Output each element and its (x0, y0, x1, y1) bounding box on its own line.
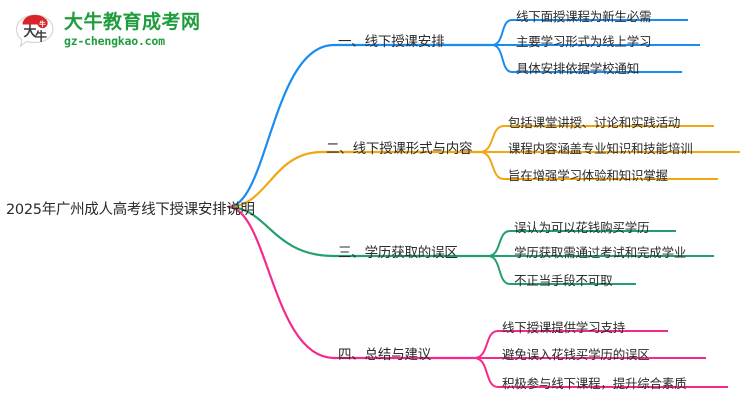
bull-speech-bubble-icon: 牛 大 牛 (15, 14, 54, 48)
mindmap-leaf-3-2[interactable]: 学历获取需通过考试和完成学业 (514, 245, 687, 260)
branch-3-connectors (227, 205, 714, 285)
svg-text:牛: 牛 (35, 29, 47, 44)
svg-text:大: 大 (23, 24, 36, 40)
branch-2-connectors (227, 125, 740, 209)
svg-text:牛: 牛 (39, 19, 46, 28)
mindmap-branch-2-node[interactable]: 二、线下授课形式与内容 (326, 141, 473, 157)
mindmap-branch-4-node[interactable]: 四、总结与建议 (338, 347, 432, 363)
logo-url: gz-chengkao.com (64, 34, 165, 48)
branch-4-connectors (227, 205, 728, 388)
mindmap-branch-1-node[interactable]: 一、线下授课安排 (338, 34, 445, 50)
mindmap-leaf-1-2[interactable]: 主要学习形式为线上学习 (516, 34, 652, 49)
mindmap-leaf-1-3[interactable]: 具体安排依据学校通知 (516, 61, 640, 76)
mindmap-leaf-3-3[interactable]: 不正当手段不可取 (514, 273, 613, 288)
site-logo: 牛 大 牛 大牛教育成考网 gz-chengkao.com (12, 8, 202, 60)
mindmap-leaf-1-1[interactable]: 线下面授课程为新生必需 (516, 9, 652, 24)
mindmap-root-node[interactable]: 2025年广州成人高考线下授课安排说明 (6, 202, 255, 218)
mindmap-leaf-2-3[interactable]: 旨在增强学习体验和知识掌握 (508, 168, 668, 183)
mindmap-leaf-4-3[interactable]: 积极参与线下课程，提升综合素质 (502, 376, 687, 391)
mindmap-leaf-3-1[interactable]: 误认为可以花钱购买学历 (514, 220, 650, 235)
mindmap-leaf-2-1[interactable]: 包括课堂讲授、讨论和实践活动 (508, 115, 681, 130)
mindmap-branch-3-node[interactable]: 三、学历获取的误区 (338, 245, 458, 261)
mindmap-leaf-4-2[interactable]: 避免误入花钱买学历的误区 (502, 347, 650, 362)
mindmap-leaf-4-1[interactable]: 线下授课提供学习支持 (502, 320, 626, 335)
mindmap-leaf-2-2[interactable]: 课程内容涵盖专业知识和技能培训 (508, 141, 693, 156)
logo-brand-name: 大牛教育成考网 (64, 11, 201, 33)
branch-1-connectors (227, 19, 700, 209)
